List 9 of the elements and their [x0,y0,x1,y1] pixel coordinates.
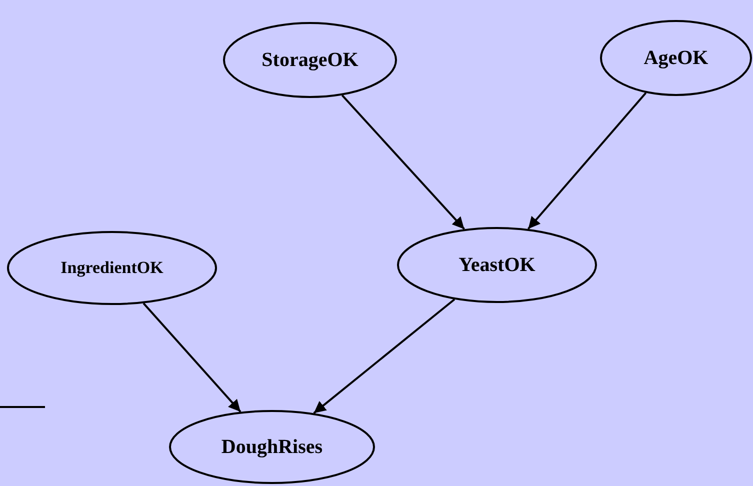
arrow [313,298,456,414]
node-label: AgeOK [644,47,708,69]
node-label: StorageOK [262,49,358,71]
node-label: YeastOK [458,254,536,276]
arrow [142,302,242,412]
node-label: DoughRises [221,436,323,458]
node-label: IngredientOK [60,258,164,278]
arrow [527,92,647,230]
arrow [341,94,465,230]
